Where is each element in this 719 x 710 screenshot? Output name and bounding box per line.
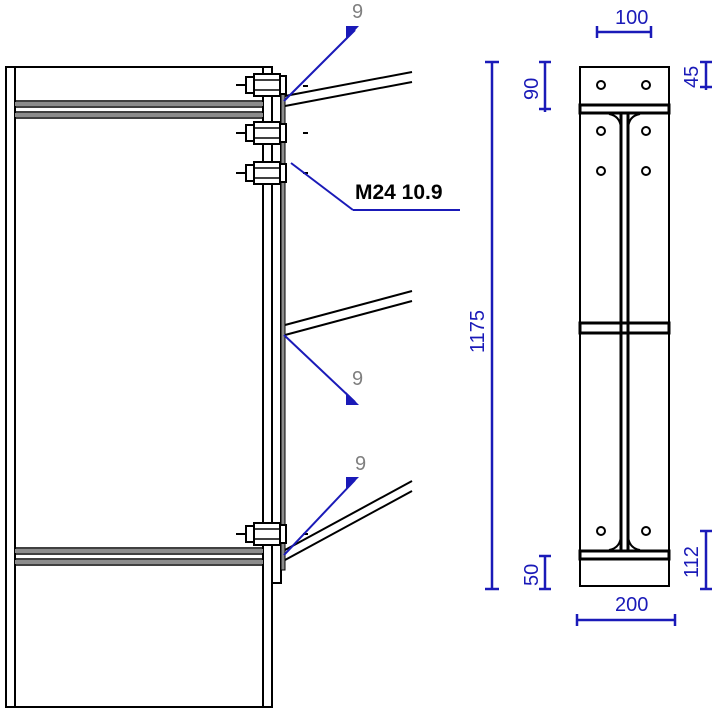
dimension-top-offset: 90	[521, 60, 551, 112]
weld-symbol-bottom: 9	[283, 453, 366, 556]
bolt-callout: M24 10.9	[290, 162, 460, 211]
bolt-3	[235, 161, 287, 185]
weld-label-top: 9	[352, 1, 363, 23]
dimension-bottom-offset-label: 50	[521, 564, 543, 586]
dimension-total-height-label: 1175	[467, 310, 489, 353]
dimension-width-top-label: 100	[615, 7, 648, 29]
dimension-total-height: 1175	[467, 60, 499, 591]
weld-label-bottom: 9	[355, 453, 366, 475]
column-outline	[5, 66, 273, 708]
lower-stiffener	[15, 547, 263, 566]
end-plate-front	[578, 66, 671, 587]
weld-label-middle: 9	[352, 368, 363, 390]
central-web	[608, 113, 641, 551]
weld-symbol-middle: 9	[283, 334, 363, 405]
end-plate-side	[271, 76, 286, 584]
bolt-4	[235, 522, 287, 546]
column-elevation: 9 9 9 M24 10.9	[5, 1, 460, 708]
dimension-width-top: 100	[595, 7, 653, 38]
dimension-bottom-edge-label: 112	[681, 546, 703, 578]
dimension-width-bottom-label: 200	[615, 594, 648, 616]
dimension-bottom-edge: 112	[681, 529, 712, 591]
dimension-top-offset-label: 90	[521, 78, 543, 100]
dimension-top-edge: 45	[681, 60, 712, 90]
bolt-holes	[596, 80, 651, 536]
weld-symbol-top: 9	[283, 1, 363, 102]
dimension-top-edge-label: 45	[681, 66, 703, 88]
dimension-bottom-offset: 50	[521, 554, 551, 591]
bolt-callout-label: M24 10.9	[355, 181, 443, 204]
bolt-1	[235, 73, 287, 97]
upper-stiffener	[15, 100, 263, 119]
inclined-members	[284, 71, 413, 561]
dimension-width-bottom: 200	[575, 594, 677, 626]
bolt-2	[235, 121, 287, 145]
